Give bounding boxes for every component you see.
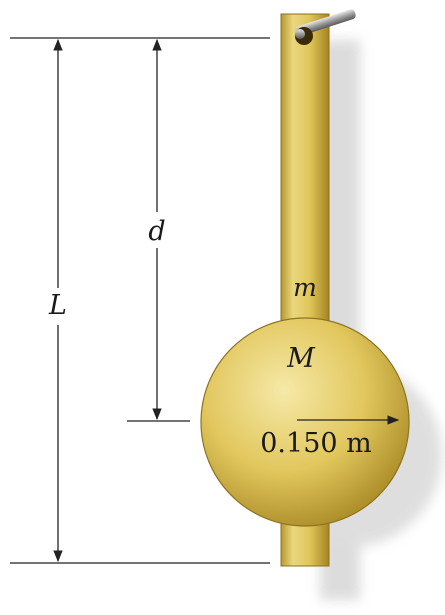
label-radius: 0.150 m bbox=[260, 428, 371, 459]
pendulum-disc bbox=[200, 317, 410, 527]
label-disc-mass: M bbox=[286, 343, 316, 374]
distance-d-dimension: d bbox=[148, 38, 166, 421]
pivot-pin bbox=[295, 9, 356, 45]
length-L-dimension: L bbox=[48, 38, 67, 563]
label-d: d bbox=[148, 216, 165, 247]
label-rod-mass: m bbox=[293, 273, 317, 302]
label-L: L bbox=[48, 290, 67, 321]
